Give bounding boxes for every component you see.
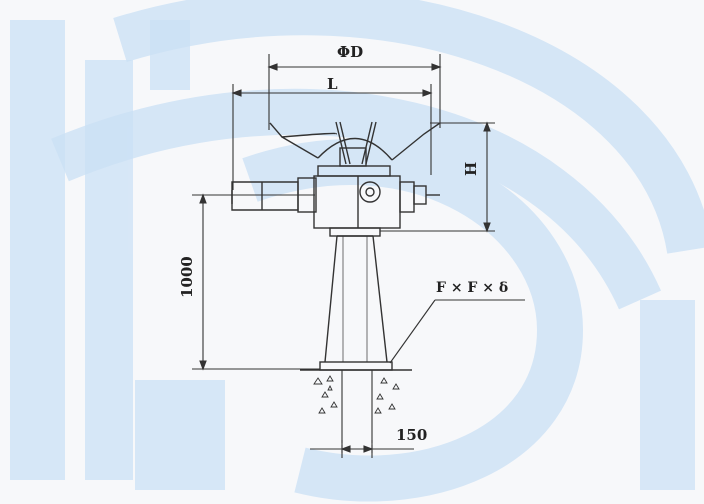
stand-height-dimension <box>192 193 320 371</box>
plate-spec-label: F × F × δ <box>436 280 509 296</box>
plate-spec-leader <box>389 299 525 364</box>
anchor-width-label: 150 <box>396 426 428 444</box>
pedestal-stand <box>300 235 412 371</box>
stand-height-label: 1000 <box>178 256 196 298</box>
length-label: L <box>327 75 338 93</box>
handwheel <box>269 121 441 167</box>
diameter-dimension <box>267 54 442 130</box>
height-dimension <box>380 121 495 233</box>
length-dimension <box>231 84 433 190</box>
diameter-label: ΦD <box>337 43 364 61</box>
anchor-foundation <box>310 370 414 460</box>
height-label: H <box>462 161 480 176</box>
actuator-body <box>231 165 440 237</box>
